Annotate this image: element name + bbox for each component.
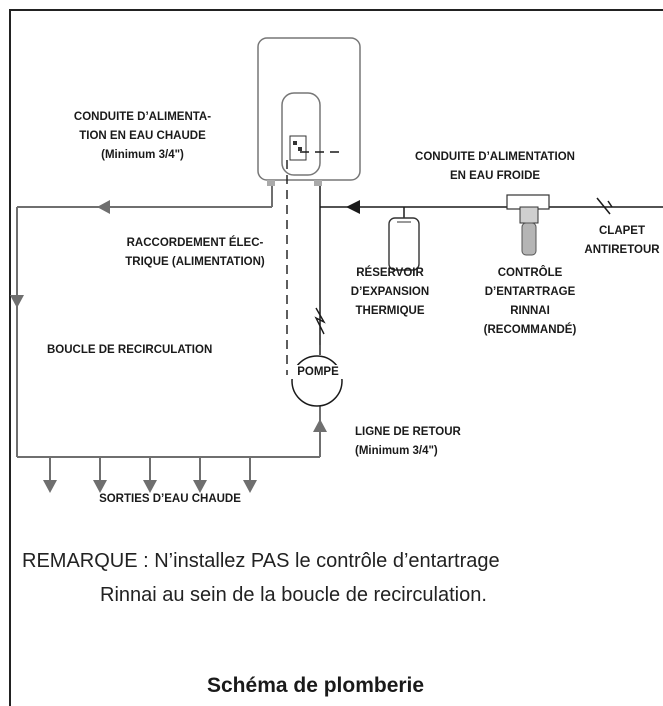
electrical-dashed-line [286,151,345,375]
installation-note-line-2: Rinnai au sein de la boucle de recircula… [100,584,487,606]
page-frame [9,9,663,706]
cold-supply-label: CONDUITE D’ALIMENTATION EN EAU FROIDE [415,151,575,182]
flow-arrows [10,200,327,493]
installation-note-line-1: REMARQUE : N’installez PAS le contrôle d… [22,550,500,572]
diagram-caption: Schéma de plomberie [207,674,425,697]
expansion-tank [388,217,420,271]
pump [291,355,343,407]
hot-supply-label: CONDUITE D’ALIMENTA- TION EN EAU CHAUDE … [73,111,212,161]
recirculation-loop-label: BOUCLE DE RECIRCULATION [47,344,213,356]
scale-control-label: CONTRÔLE D’ENTARTRAGE RINNAI (RECOMMANDÉ… [483,267,577,336]
scale-control [506,194,550,256]
return-check-valve [314,307,326,355]
hot-outlets-label: SORTIES D’EAU CHAUDE [99,493,241,505]
water-heater [257,37,361,186]
cold-supply-arrow [346,200,360,214]
check-valve-label: CLAPET ANTIRETOUR [584,225,660,256]
electrical-connection-label: RACCORDEMENT ÉLEC- TRIQUE (ALIMENTATION) [125,237,265,268]
expansion-tank-label: RÉSERVOIR D’EXPANSION THERMIQUE [350,267,430,317]
return-line-label: LIGNE DE RETOUR (Minimum 3/4") [355,426,461,457]
recirculation-loop-pipe [16,186,321,480]
pump-label: POMPE [288,365,348,379]
cold-supply-pipe [319,186,663,345]
